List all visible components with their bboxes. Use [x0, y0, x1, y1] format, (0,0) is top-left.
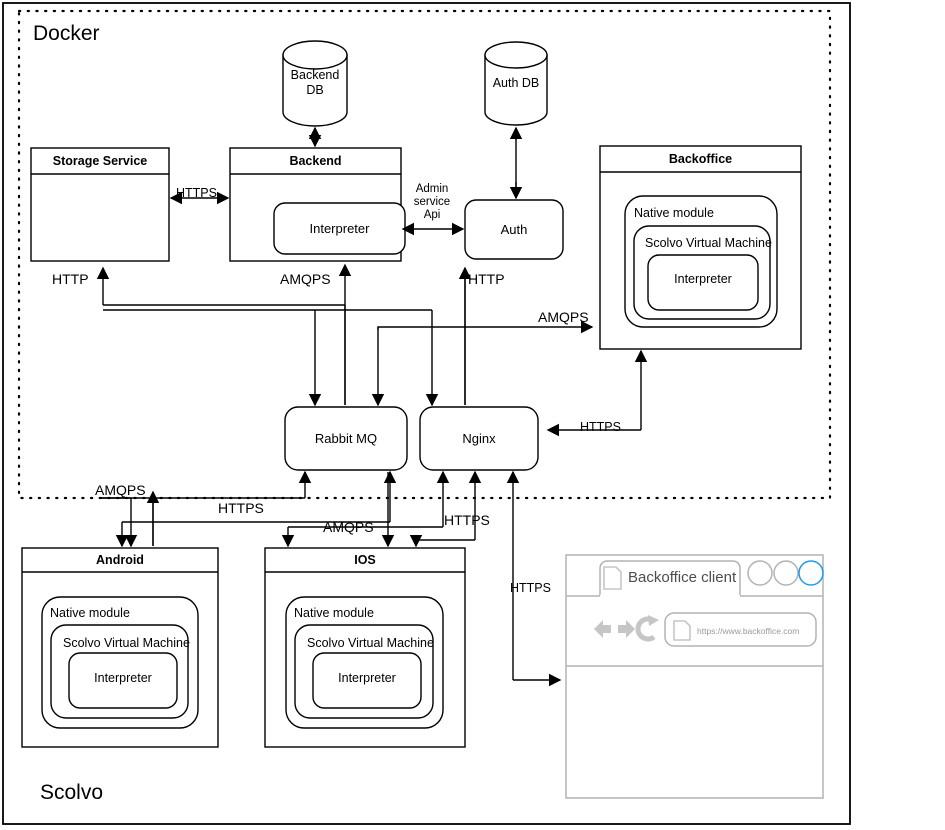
tab-page-icon-shape — [603, 566, 622, 590]
nginx-shape — [419, 406, 539, 471]
android-native-module-label: Native module — [50, 606, 130, 620]
edge-label-http-storage: HTTP — [52, 271, 89, 287]
edge-label-admin-line2: service — [413, 196, 451, 208]
browser-back-button[interactable] — [589, 615, 613, 641]
backoffice-title: Backoffice — [668, 152, 733, 166]
nginx-label: Nginx — [462, 431, 496, 446]
browser-viewport[interactable] — [566, 666, 823, 798]
android-interpreter-label: Interpreter — [94, 671, 152, 685]
ios-interpreter-label: Interpreter — [338, 671, 396, 685]
edge-label-https-backoffice: HTTPS — [580, 420, 621, 434]
ios-title: IOS — [354, 553, 376, 567]
backoffice-vm-label: Scolvo Virtual Machine — [645, 236, 772, 250]
browser-window-button-2[interactable] — [774, 561, 798, 585]
browser-forward-button[interactable] — [614, 615, 638, 641]
backoffice-native-module-label: Native module — [634, 206, 714, 220]
backend-db-shape — [282, 40, 348, 127]
backend-interpreter-label: Interpreter — [309, 221, 370, 236]
edge-label-https-storage-backend: HTTPS — [176, 186, 217, 200]
ios-vm-label: Scolvo Virtual Machine — [307, 636, 434, 650]
auth-label: Auth — [500, 222, 528, 237]
rabbit-mq-shape — [284, 406, 408, 471]
edge-label-amqps-backend: AMQPS — [280, 271, 331, 287]
android-shape — [21, 547, 219, 748]
browser-url-bar[interactable] — [665, 613, 816, 646]
backoffice-interpreter-label: Interpreter — [674, 272, 732, 286]
url-page-icon-shape — [673, 620, 691, 641]
browser-window-button-1[interactable] — [748, 561, 772, 585]
android-vm-label: Scolvo Virtual Machine — [63, 636, 190, 650]
storage-service-shape — [30, 147, 170, 262]
backoffice-shape — [599, 145, 802, 350]
reload-arrowhead-shape — [648, 615, 659, 626]
ios-native-module-label: Native module — [294, 606, 374, 620]
edge-label-https-ios: HTTPS — [444, 512, 490, 528]
backend-db-label-line1: Backend — [290, 68, 340, 82]
forward-arrow-shape — [618, 620, 635, 638]
storage-service-title: Storage Service — [52, 154, 148, 168]
back-arrow-shape — [594, 620, 611, 638]
edge-label-amqps-left: AMQPS — [95, 482, 146, 498]
outer-frame-label: Scolvo — [40, 781, 104, 804]
backend-db-label-line2: DB — [306, 83, 324, 97]
docker-region — [17, 9, 832, 500]
edge-label-http-auth: HTTP — [468, 271, 505, 287]
edge-label-https-browser: HTTPS — [510, 581, 551, 595]
rabbit-mq-label: Rabbit MQ — [314, 431, 378, 446]
auth-db-shape — [484, 41, 548, 126]
edge-label-admin-line3: Api — [423, 209, 441, 221]
edge-rabbit-backoffice — [377, 320, 594, 334]
android-title: Android — [96, 553, 144, 567]
edge-label-amqps-backoffice: AMQPS — [538, 309, 589, 325]
browser-tab[interactable] — [600, 558, 740, 596]
browser-window-shape — [565, 554, 824, 799]
ios-shape — [264, 547, 466, 748]
backend-title: Backend — [289, 154, 342, 168]
auth-db-label: Auth DB — [492, 76, 540, 90]
edge-label-https-android: HTTPS — [218, 500, 264, 516]
browser-url-text[interactable]: https://www.backoffice.com — [697, 626, 800, 636]
outer-frame — [2, 2, 851, 825]
edge-label-amqps-ios: AMQPS — [323, 519, 374, 535]
backend-shape — [229, 147, 406, 262]
docker-region-label: Docker — [33, 22, 100, 45]
browser-window-button-3[interactable] — [799, 561, 823, 585]
auth-shape — [464, 199, 564, 260]
browser-tab-title[interactable]: Backoffice client — [628, 569, 737, 586]
browser-reload-button[interactable] — [640, 613, 666, 641]
edge-label-admin-line1: Admin — [415, 183, 449, 195]
